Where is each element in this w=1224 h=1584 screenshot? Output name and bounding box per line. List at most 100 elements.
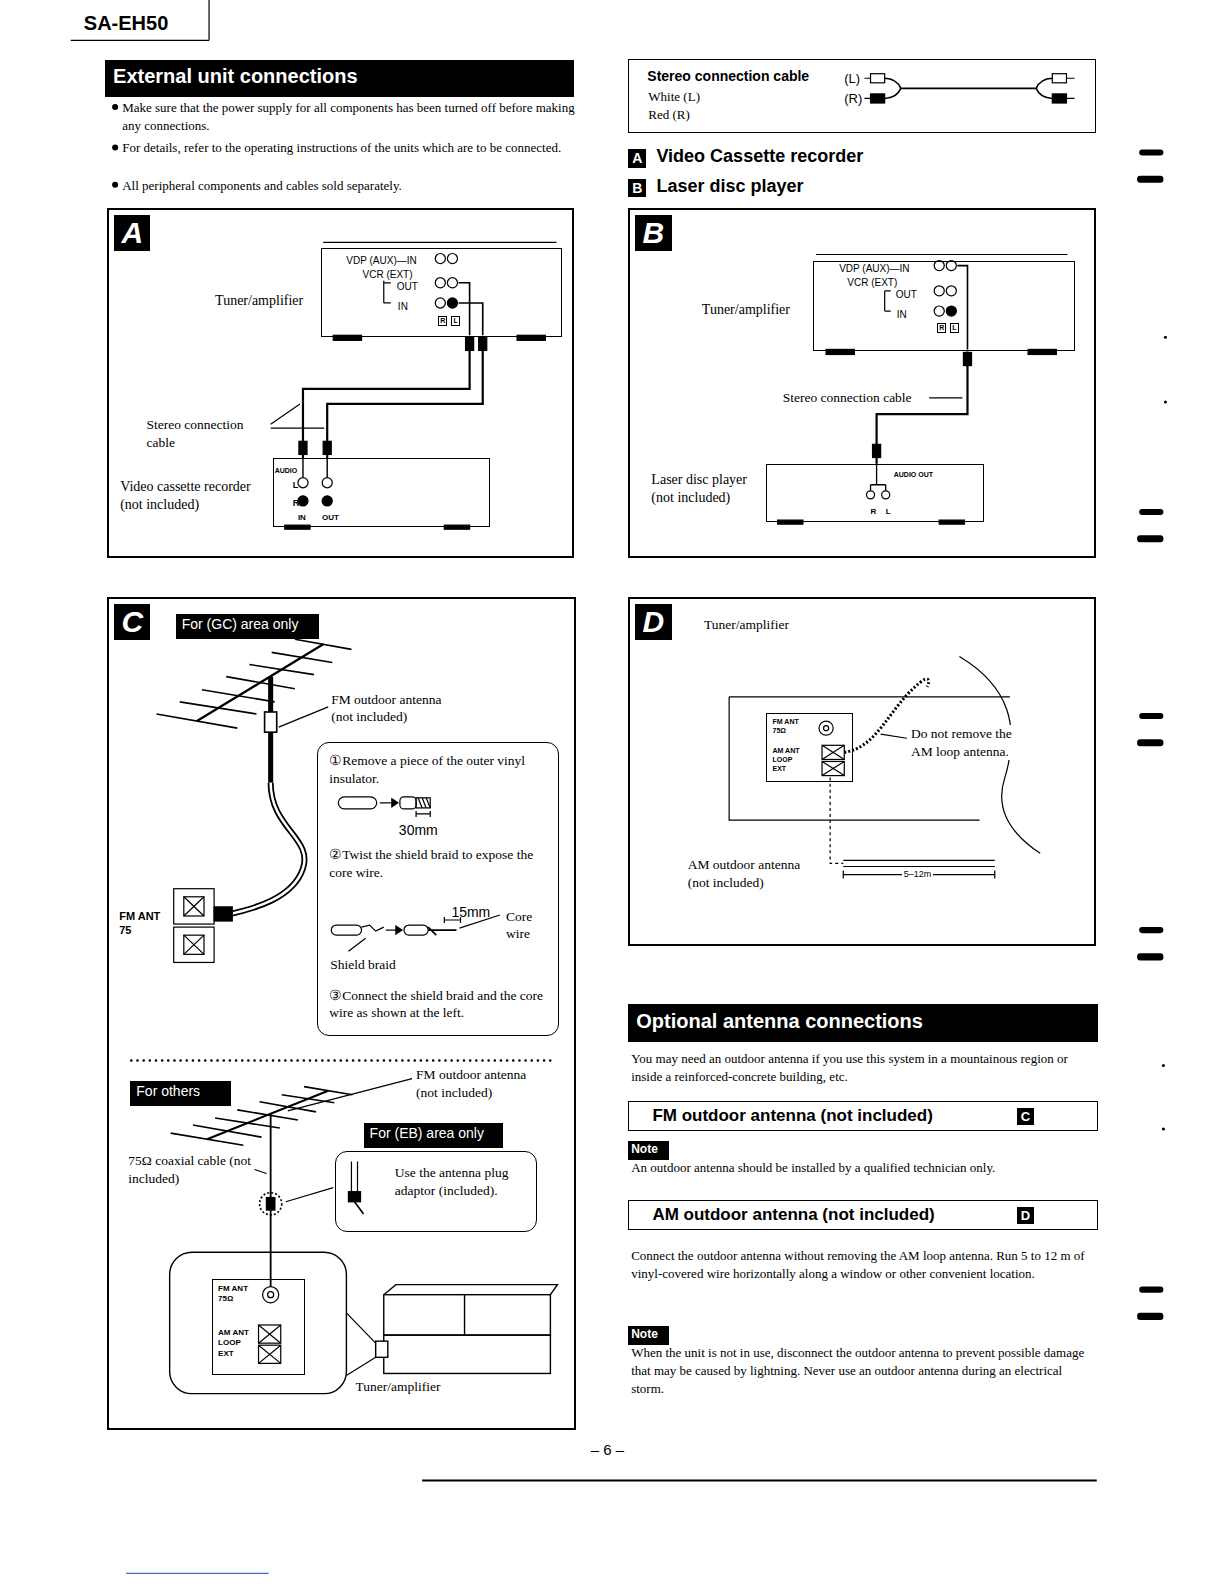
tuner-drawing xyxy=(934,306,944,316)
plug-adaptor-icon xyxy=(354,1202,363,1214)
part-label: Stereo connection cable xyxy=(783,389,912,407)
binding-mark xyxy=(1139,713,1163,719)
separator-dots xyxy=(131,1060,550,1061)
channel-label: (R) xyxy=(844,91,862,108)
figure-panel: BTuner/amplifierVDP (AUX)—INVCR (EXT)OUT… xyxy=(628,208,1096,558)
stereo-cable xyxy=(327,337,483,458)
area-tag: For (EB) area only xyxy=(364,1123,503,1148)
antenna-terminal-panel: FM ANT 75Ω AM ANT LOOP EXT xyxy=(212,1279,305,1376)
box-text: FM ANT 75Ω xyxy=(773,717,803,735)
box-text: Note xyxy=(631,1141,658,1157)
box-text: VCR (EXT) xyxy=(847,276,897,289)
box-text: L xyxy=(886,507,891,517)
terminal-label: FM ANT 75 xyxy=(119,909,167,938)
box-text: L xyxy=(950,323,958,333)
box-text: B xyxy=(635,215,671,251)
fm-antenna-drawing xyxy=(157,639,352,728)
note-text: When the unit is not in use, disconnect … xyxy=(631,1344,1098,1398)
cable-icon xyxy=(1052,94,1066,103)
am-antenna-wire xyxy=(830,778,995,879)
leader-line xyxy=(271,404,325,428)
cable-icon xyxy=(885,78,1053,98)
tuner-drawing xyxy=(447,278,457,288)
disc-player-drawing xyxy=(778,444,965,524)
cable-strip-drawing xyxy=(362,925,384,931)
part-label: Tuner/amplifier xyxy=(355,1378,440,1396)
page-rule xyxy=(126,1573,268,1574)
box-text: For others xyxy=(136,1082,200,1100)
box-text: OUT xyxy=(397,280,418,293)
cable-strip-drawing xyxy=(338,797,376,809)
tuner-drawing xyxy=(333,335,361,340)
letter-badge: D xyxy=(1017,1207,1034,1224)
tuner-drawing xyxy=(447,298,457,308)
tuner-drawing xyxy=(816,254,1067,365)
tuner-drawing xyxy=(447,253,457,263)
tuner-drawing xyxy=(323,242,556,243)
bullet-dot xyxy=(112,144,118,150)
disc-player-drawing xyxy=(866,491,874,499)
binding-mark xyxy=(1139,1287,1163,1293)
figure-panel: ATuner/amplifierVDP (AUX)—INVCR (EXT)OUT… xyxy=(107,208,574,558)
tuner-rear-drawing xyxy=(729,656,1040,853)
cable-strip-drawing xyxy=(416,811,430,817)
cable-strip-drawing xyxy=(428,927,456,935)
caution-label: Do not remove the AM loop antenna. xyxy=(911,725,1012,760)
box-text: External unit connections xyxy=(113,63,357,89)
cable-strip-drawing xyxy=(396,926,402,934)
box-text: 30mm xyxy=(399,821,438,839)
box-text: Core wire xyxy=(506,908,548,943)
cable-strip-drawing xyxy=(400,797,416,809)
disc-player-drawing xyxy=(882,491,890,499)
section-title-bar: Optional antenna connections xyxy=(628,1004,1098,1042)
tuner-drawing xyxy=(323,242,556,350)
note-tag: Note xyxy=(628,1326,668,1345)
tuner-drawing xyxy=(464,1295,465,1335)
box-text: R xyxy=(438,316,447,326)
tuner-rear-drawing xyxy=(822,745,844,775)
cable-icon xyxy=(1066,78,1074,98)
box-text: IN xyxy=(897,308,907,321)
box-text: VCR (EXT) xyxy=(363,268,413,281)
box-text: Shield braid xyxy=(330,956,396,974)
box-text: AM outdoor antenna (not included) xyxy=(652,1204,934,1226)
tuner-drawing xyxy=(826,349,854,354)
vcr-drawing xyxy=(285,525,310,529)
part-label: AM outdoor antenna (not included) xyxy=(688,856,821,891)
magnifier-outline xyxy=(263,1287,279,1303)
tuner-drawing xyxy=(946,261,956,271)
part-label: FM outdoor antenna (not included) xyxy=(416,1066,549,1101)
box-heading: Tuner/amplifier xyxy=(702,301,790,319)
cable-strip-drawing xyxy=(418,798,430,808)
box-text: AM ANT LOOP EXT xyxy=(218,1328,252,1359)
channel-label: (L) xyxy=(844,71,860,88)
disc-player-drawing xyxy=(939,520,964,524)
am-antenna-wire xyxy=(843,860,994,866)
box-text: ③Connect the shield braid and the core w… xyxy=(329,987,553,1022)
part-label: Stereo connection cable xyxy=(146,416,267,451)
binding-mark xyxy=(1164,336,1167,339)
subheading-box: AM outdoor antenna (not included) D xyxy=(628,1200,1098,1230)
am-antenna-wire xyxy=(830,778,843,864)
separator-dots xyxy=(131,1059,550,1062)
magnifier-outline xyxy=(170,1252,347,1393)
leader-line xyxy=(929,397,962,398)
cable-strip-drawing xyxy=(331,925,361,935)
box-text: ②Twist the shield braid to expose the co… xyxy=(329,846,553,881)
box-text: VDP (AUX)—IN xyxy=(839,262,909,275)
leader-line xyxy=(271,404,325,428)
part-label: 75Ω coaxial cable (not included) xyxy=(128,1152,251,1187)
part-label: Tuner/amplifier xyxy=(704,616,789,634)
binding-mark xyxy=(1137,739,1163,746)
fm-terminal-drawing xyxy=(214,907,232,921)
tuner-amplifier: Tuner/amplifierVDP (AUX)—INVCR (EXT)OUTI… xyxy=(321,248,562,337)
cable-icon xyxy=(864,78,870,98)
laser-disc-player: Laser disc player (not included)AUDIO OU… xyxy=(766,464,983,523)
box-text: L xyxy=(451,316,459,326)
plug-adaptor-icon xyxy=(351,1161,357,1191)
illustration-group xyxy=(71,0,1167,1573)
box-text: FM ANT 75Ω xyxy=(218,1284,252,1305)
antenna-terminal-panel: FM ANT 75ΩAM ANT LOOP EXT xyxy=(766,713,853,782)
cable-strip-drawing xyxy=(404,925,428,935)
bullet-dot xyxy=(112,104,118,188)
